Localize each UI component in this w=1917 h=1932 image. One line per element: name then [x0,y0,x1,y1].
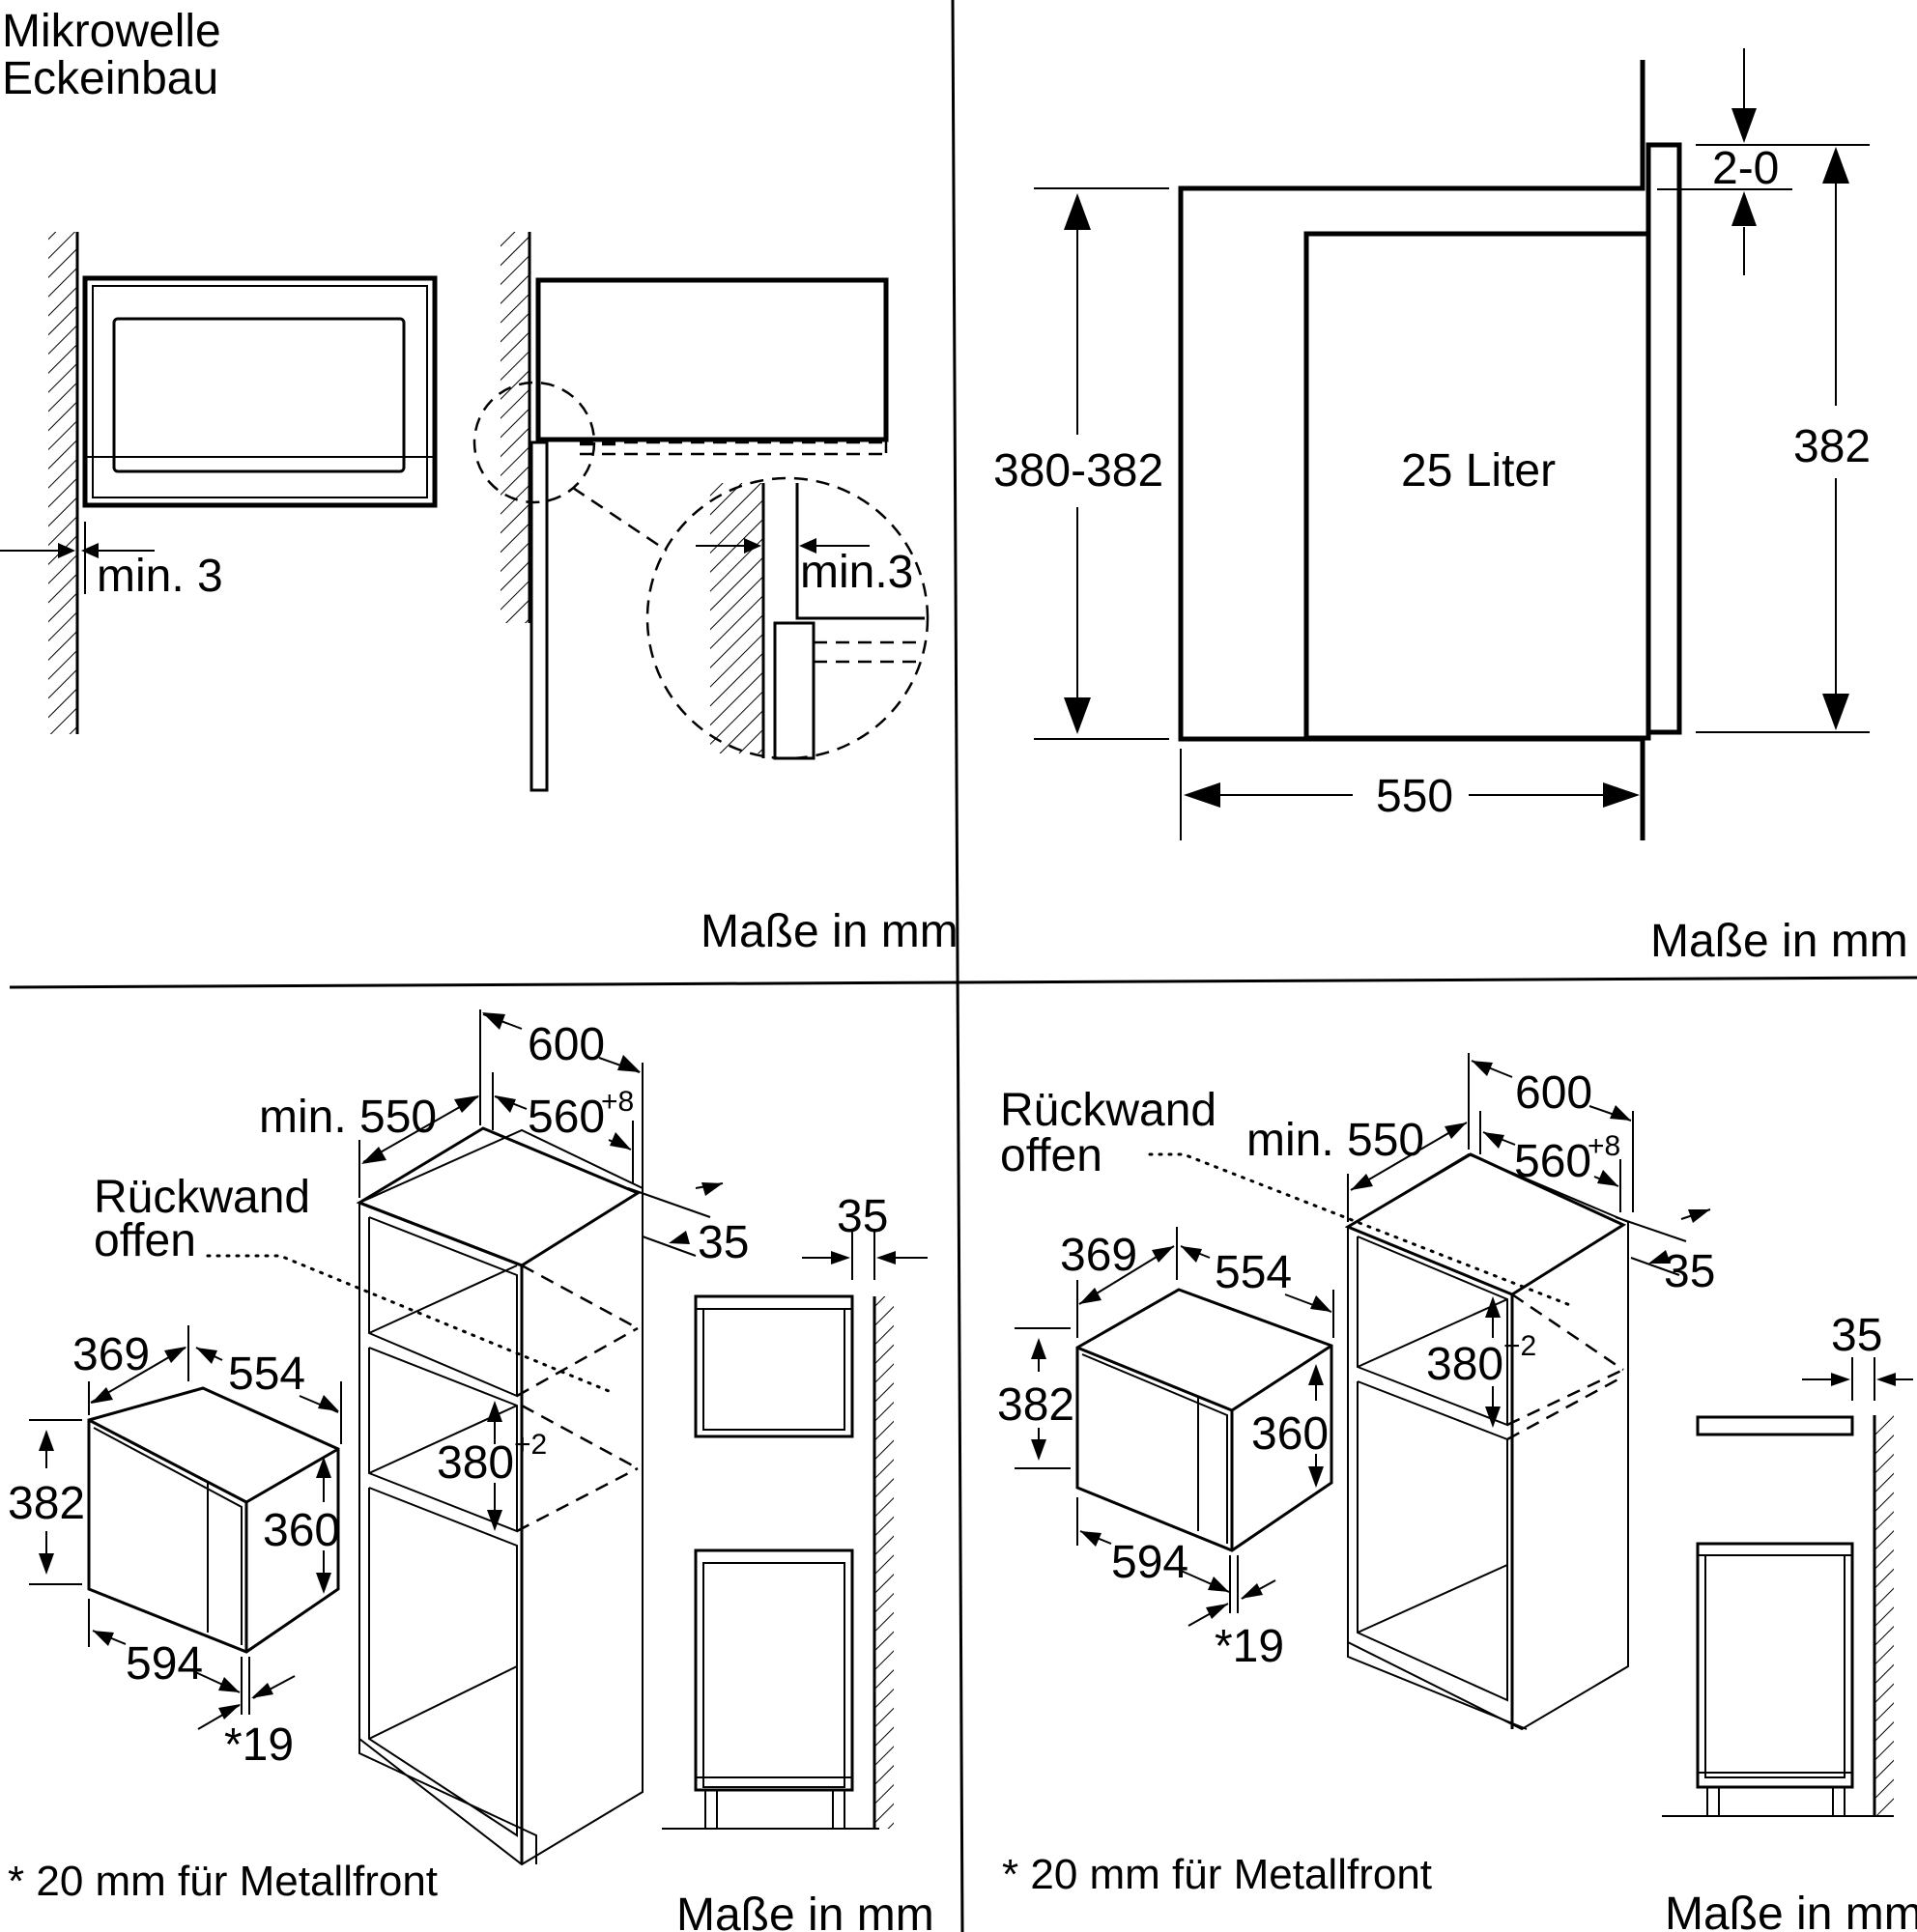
cabinet-width-dimension: 600 [1468,1053,1634,1212]
niche-height-label: 380-382 [993,445,1163,497]
oven-front-height-dimension: 382 [8,1419,85,1585]
top-offset-dimension: 2-0 [1657,48,1792,275]
oven-depth-dimension: 369 [72,1325,189,1415]
cabinet-depth-dimension: min. 550 [1246,1115,1468,1222]
units-label-top-right: Maße in mm [1650,916,1908,967]
footnote-left: * 20 mm für Metallfront [8,1858,438,1905]
microwave-iso [1075,1288,1333,1552]
units-label-bottom-left: Maße in mm [676,1889,934,1932]
rear-wall [874,1296,894,1829]
niche-width-label: 560 [1514,1136,1591,1187]
detail-callout: min.3 [472,381,930,760]
detail-wall [710,483,763,753]
cabinet-depth-label: min. 550 [259,1092,437,1143]
niche-height-tolerance: +2 [1503,1330,1536,1362]
cabinet-width-label: 600 [1515,1067,1592,1119]
rear-open-line2: offen [1000,1130,1102,1181]
niche-width-tolerance: +8 [1588,1130,1620,1162]
oven-body-height-dimension: 360 [263,1457,340,1594]
clearance-dimension: min. 3 [0,522,223,602]
oven-width-dimension: 554 [1180,1245,1334,1338]
volume-label: 25 Liter [1401,445,1556,497]
oven-front-height-dimension: 382 [997,1327,1074,1469]
niche-height-dimension: 380-382 [993,187,1169,740]
rear-open-note: Rückwand offen [94,1172,611,1393]
panel-corner-installation: Mikrowelle Eckeinbau min. 3 [0,6,958,957]
cabinet-side-elevation [1662,1415,1894,1817]
side-panel-dimension: 35 [1615,1208,1715,1297]
wall-gap-dimension: 35 [1802,1310,1913,1401]
cabinet-width-label: 600 [528,1019,605,1070]
units-label-top-left: Maße in mm [701,906,958,957]
rear-wall [1874,1415,1894,1816]
front-height-dimension: 382 [1696,144,1871,733]
units-label-bottom-right: Maße in mm [1665,1889,1917,1932]
oven-body-height-dimension: 360 [1251,1364,1329,1488]
front-thickness-dimension: *19 [197,1657,296,1771]
oven-front-width-dimension: 594 [1076,1497,1230,1593]
niche-width-dimension: 560 +8 [1479,1111,1621,1212]
tall-cabinet [1344,1152,1629,1731]
footnote-right: * 20 mm für Metallfront [1002,1851,1432,1898]
oven-body-height-label: 360 [263,1505,340,1556]
front-thickness-label: *19 [1215,1621,1284,1672]
rear-open-line2: offen [94,1215,196,1266]
drawing-title-line1: Mikrowelle [2,6,221,57]
niche-width-label: 560 [528,1092,605,1143]
wall-gap-label: 35 [1831,1310,1882,1361]
microwave-iso [87,1386,340,1654]
oven-front-height-label: 382 [997,1379,1074,1431]
oven-body-height-label: 360 [1251,1408,1329,1460]
oven-width-dimension: 554 [195,1347,342,1444]
panel-dividers [9,0,1917,1932]
oven-front-width-label: 594 [1111,1537,1188,1588]
side-panel-dimension: 35 [627,1182,749,1268]
rear-open-note: Rückwand offen [1000,1085,1577,1309]
cabinet-depth-dimension: min. 550 [259,1092,479,1198]
depth-dimension: 550 [1180,749,1640,840]
panel-tall-cabinet-right: 600 min. 550 560 +8 35 Rü [997,1053,1917,1932]
oven-front-width-label: 594 [126,1638,203,1690]
niche-height-tolerance: +2 [514,1429,547,1461]
panel-section-view: 380-382 25 Liter 382 2-0 [993,48,1908,967]
oven-depth-label: 369 [1060,1230,1137,1281]
wall-gap-label: 35 [837,1191,888,1242]
niche-height-label: 380 [437,1437,514,1489]
rear-open-line1: Rückwand [1000,1085,1216,1136]
cabinet-width-dimension: 600 [479,1009,644,1188]
side-panel-label: 35 [698,1217,749,1268]
niche-outline [1178,60,1682,840]
oven-front-width-dimension: 594 [88,1599,241,1693]
niche-width-tolerance: +8 [601,1086,634,1118]
wall-gap-dimension: 35 [802,1191,928,1280]
oven-width-label: 554 [228,1349,305,1400]
side-wall [48,232,79,734]
niche-width-dimension: 560 +8 [492,1072,634,1183]
oven-depth-label: 369 [72,1329,150,1380]
side-panel-label: 35 [1664,1246,1715,1297]
front-thickness-dimension: *19 [1187,1555,1284,1672]
clearance-label: min. 3 [97,551,223,602]
depth-label: 550 [1376,771,1453,822]
niche-height-label: 380 [1426,1339,1503,1390]
cabinet-side-elevation [662,1294,894,1830]
side-wall-2 [501,232,531,623]
front-height-label: 382 [1793,421,1871,472]
top-offset-label: 2-0 [1712,143,1779,194]
microwave-front-view [82,275,438,508]
niche-height-dimension: 380 +2 [1426,1296,1536,1428]
oven-depth-dimension: 369 [1060,1227,1178,1338]
oven-width-label: 554 [1215,1247,1292,1298]
microwave-side-view [529,277,889,792]
detail-clearance-label: min.3 [800,547,913,598]
niche-height-dimension: 380 +2 [437,1401,547,1531]
drawing-title-line2: Eckeinbau [2,53,218,104]
oven-front-height-label: 382 [8,1478,85,1529]
rear-open-line1: Rückwand [94,1172,310,1223]
panel-tall-cabinet-left: 600 min. 550 560 +8 35 [8,1009,934,1932]
front-thickness-label: *19 [224,1719,294,1771]
tall-cabinet [356,1126,644,1866]
cabinet-depth-label: min. 550 [1246,1115,1424,1166]
